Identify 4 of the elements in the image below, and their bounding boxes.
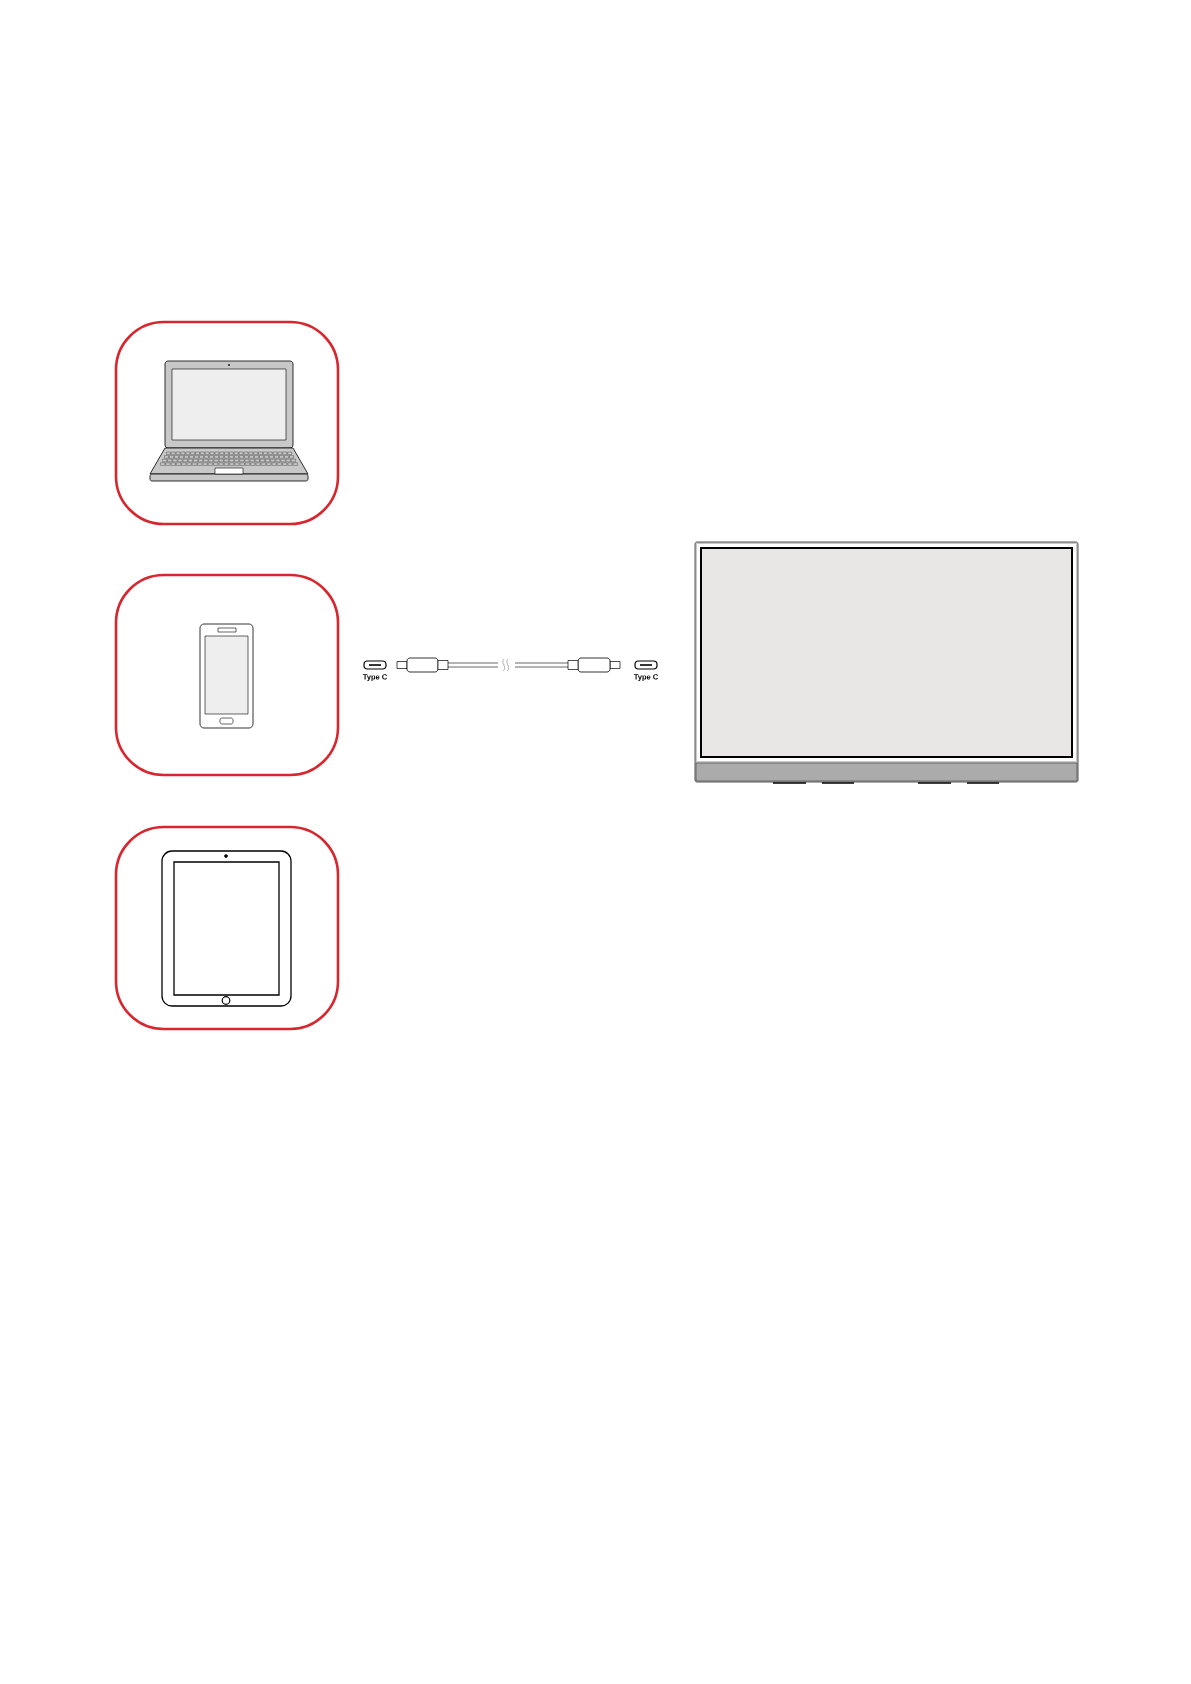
device-frame bbox=[114, 320, 340, 526]
device-frame bbox=[114, 573, 340, 777]
monitor-drawing bbox=[694, 541, 1079, 784]
device-frame bbox=[114, 825, 340, 1031]
